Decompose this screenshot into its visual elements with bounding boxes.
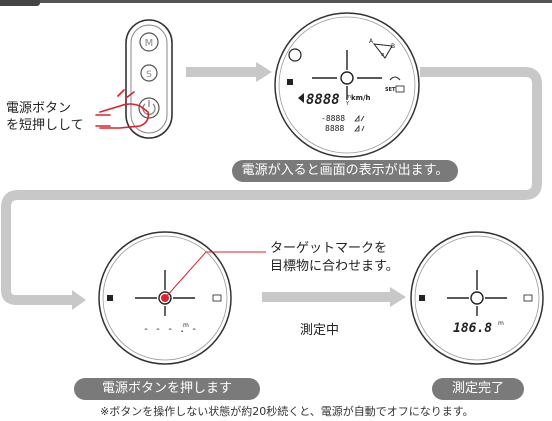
press-power-line1: 電源ボタン xyxy=(6,101,72,116)
s-button-label: S xyxy=(146,70,152,80)
s-indicator xyxy=(287,79,293,85)
battery-icon-aim xyxy=(212,294,222,302)
caption-press-power: 電源ボタンを押します xyxy=(74,378,260,400)
finger-icon xyxy=(95,89,150,129)
speed-value: 8888 xyxy=(306,92,340,108)
target-line1: ターゲットマークを xyxy=(270,241,388,256)
flow-connector-path xyxy=(1,67,542,305)
measuring-label: 測定中 xyxy=(300,323,340,338)
sub-value-1: -8888 xyxy=(321,114,345,123)
s-button[interactable]: S xyxy=(140,64,158,82)
rangefinder-device: M S xyxy=(125,19,173,139)
caption-measure-done: 測定完了 xyxy=(432,378,524,400)
result-reading: 186.8 xyxy=(453,321,492,336)
s-indicator-result xyxy=(419,295,425,301)
battery-icon-result xyxy=(523,294,533,302)
speed-unit-bottom: Y xyxy=(345,101,350,107)
aim-unit: m xyxy=(183,322,189,329)
target-callout-line xyxy=(164,251,266,299)
arrow-to-display xyxy=(186,67,256,77)
arrow-to-result-head xyxy=(390,287,406,307)
press-power-line2: を短押しして xyxy=(6,118,84,133)
signal-icon xyxy=(354,114,365,122)
arrow-to-result xyxy=(262,292,390,302)
set-label: SET xyxy=(385,87,396,93)
top-bar xyxy=(0,0,552,3)
signal-icon-2 xyxy=(354,124,365,132)
display-result-screen: 186.8 m xyxy=(410,231,544,365)
target-line2: 目標物に合わせます。 xyxy=(270,259,399,274)
angle-label-alpha: α xyxy=(381,52,385,58)
speed-icon xyxy=(298,93,304,103)
angle-icon xyxy=(372,43,393,59)
target-instruction: ターゲットマークを 目標物に合わせます。 xyxy=(270,240,399,276)
top-bar-tab xyxy=(0,0,40,6)
s-indicator-aim xyxy=(107,295,113,301)
display-full-screen: A B α SET 8888 m km/h Y -8888 8888 xyxy=(274,12,420,158)
result-unit: m xyxy=(498,320,504,327)
auto-off-footnote: ※ボタンを操作しない状態が約20秒続くと、電源が自動でオフになります。 xyxy=(100,405,474,418)
m-button-label: M xyxy=(145,38,154,49)
caption-display-on: 電源が入ると画面の表示が出ます。 xyxy=(232,160,458,182)
flag-icon xyxy=(288,48,302,62)
slope-icon xyxy=(389,76,401,81)
battery-icon xyxy=(395,85,405,93)
angle-label-a: A xyxy=(369,38,374,45)
press-power-instruction: 電源ボタン を短押しして xyxy=(6,100,84,134)
speed-unit-main: km/h xyxy=(351,94,371,102)
angle-label-b: B xyxy=(391,43,395,50)
sub-value-2: 8888 xyxy=(325,124,344,133)
arrow-to-display-head xyxy=(256,62,272,82)
m-button[interactable]: M xyxy=(139,32,159,52)
aim-reading: - - - . - xyxy=(143,324,197,335)
flow-connector-arrowhead xyxy=(72,290,86,310)
speed-unit-top: m xyxy=(346,94,351,100)
